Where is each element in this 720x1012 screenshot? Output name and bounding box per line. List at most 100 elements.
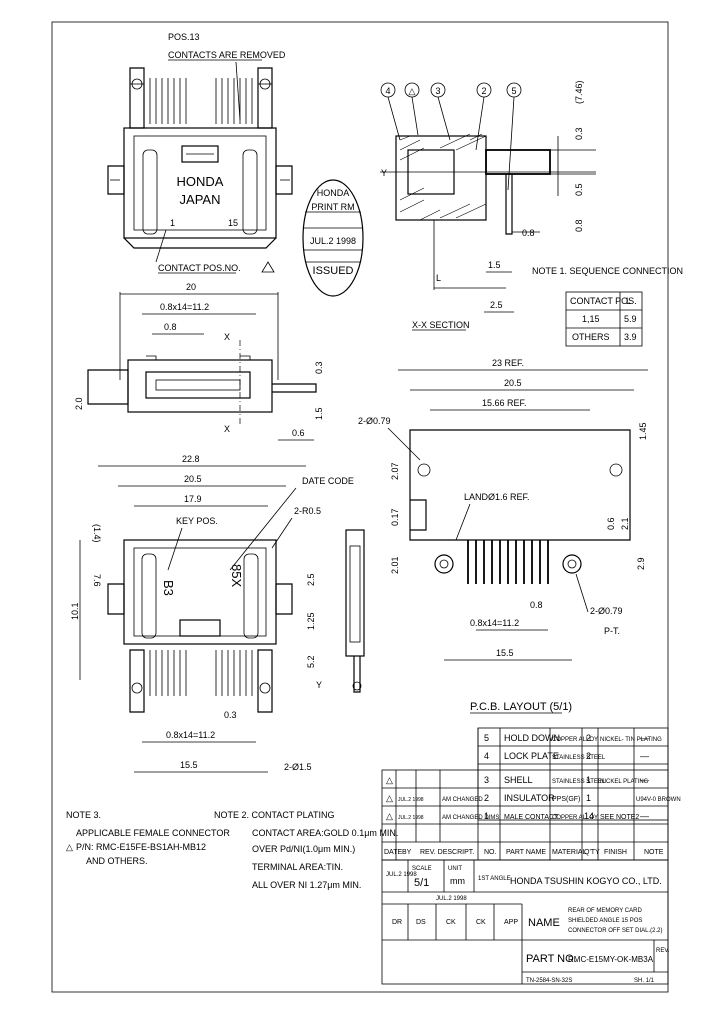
tb-sign-ck2: CK — [476, 919, 486, 926]
rev-mark-3: △ — [386, 811, 393, 821]
tb-partno: RMC-E15MY-OK-MB3A — [568, 955, 654, 964]
note2-title: NOTE 2. CONTACT PLATING — [214, 810, 335, 820]
hdr-rev: REV. DESCRIPT. — [420, 849, 474, 856]
bom-rem-2: U94V-0 BROWN — [636, 797, 681, 803]
front-view: 20 0.8x14=11.2 0.8 X X 2.0 0.3 1.5 0.6 — [74, 282, 324, 441]
bom-rem-4: — — [640, 751, 649, 761]
removed-label: CONTACTS ARE REMOVED — [168, 50, 286, 60]
tb-proj: 1ST ANGLE — [478, 876, 511, 882]
note1-title: NOTE 1. SEQUENCE CONNECTION — [532, 266, 683, 276]
tb-scale-label: SCALE — [412, 866, 432, 872]
front-dim-15: 1.5 — [314, 407, 324, 420]
stamp-line2: PRINT RM — [311, 202, 354, 212]
bot-right-dim-3: 5.2 — [306, 655, 316, 668]
x-mark-top: X — [224, 332, 230, 342]
bom-no-3: 3 — [484, 775, 489, 785]
tb-date2: JUL.2 1998 — [436, 896, 467, 902]
tb-unit-label: UNIT — [448, 866, 462, 872]
date-code-label: DATE CODE — [302, 476, 354, 486]
pt-label: P-T. — [604, 626, 620, 636]
pcb-dim-1566: 15.66 REF. — [482, 398, 527, 408]
note1: NOTE 1. SEQUENCE CONNECTION CONTACT POS.… — [532, 266, 683, 347]
y-mark-bottom: Y — [316, 680, 322, 690]
bom-name-4: LOCK PLATE — [504, 751, 559, 761]
note3-line1: APPLICABLE FEMALE CONNECTOR — [76, 828, 230, 838]
bom-mat-5: COPPER ALLOY — [552, 737, 598, 743]
pcb-right-dim-2: 0.6 — [606, 517, 616, 530]
bot-dim-205: 20.5 — [184, 474, 202, 484]
tb-scale: 5/1 — [414, 877, 429, 889]
note3: NOTE 3. APPLICABLE FEMALE CONNECTOR △ P/… — [66, 810, 230, 866]
pcb-right-dim-1: 1.45 — [638, 422, 648, 440]
sec-right-dim-3: 0.5 — [574, 183, 584, 196]
bot-dim-179: 17.9 — [184, 494, 202, 504]
pcb-right-dim-3: 2.1 — [620, 517, 630, 530]
hdr-mat: MATERIAL — [552, 849, 587, 856]
bot-right-dim-2: 1.25 — [306, 612, 316, 630]
bot-left-dim-3: 7.6 — [92, 574, 102, 587]
tb-company: HONDA TSUSHIN KOGYO CO., LTD. — [510, 876, 662, 886]
note1-head-pos: CONTACT POS. — [570, 296, 637, 306]
bot-left-dim-2: 10.1 — [70, 602, 80, 620]
tb-name-label: NAME — [528, 917, 560, 929]
pos13-label: POS.13 — [168, 32, 200, 42]
tb-sign-ds: DS — [416, 919, 426, 926]
note3-line3: AND OTHERS. — [86, 856, 148, 866]
note2: NOTE 2. CONTACT PLATING CONTACT AREA:GOL… — [214, 810, 398, 890]
r-label: 2-R0.5 — [294, 506, 321, 516]
key-pos-label: KEY POS. — [176, 516, 218, 526]
pcb-dim-155: 15.5 — [496, 648, 514, 658]
note3-line2: P/N: RMC-E15FE-BS1AH-MB12 — [76, 842, 206, 852]
top-view: POS.13 CONTACTS ARE REMOVED HONDA JAPAN … — [107, 32, 293, 274]
top-terminals — [129, 67, 273, 129]
bom-mat-3: STAINLESS STEEL — [552, 779, 606, 785]
tb-name-1: REAR OF MEMORY CARD — [568, 908, 642, 914]
front-dim-pitch: 0.8x14=11.2 — [160, 302, 209, 312]
bot-dim-03: 0.3 — [224, 710, 237, 720]
pcb-hole-top: 2-Ø0.79 — [358, 416, 391, 426]
pcb-left-dim-2: 0.17 — [390, 508, 400, 526]
bom-qty-5: 2 — [586, 733, 591, 743]
bot-left-dim-1: (1.4) — [92, 524, 102, 543]
bom-fin-3: NICKEL PLATING — [600, 779, 649, 785]
tb-partno-label: PART NO. — [526, 953, 577, 965]
sec-right-dim-4: 0.8 — [574, 219, 584, 232]
tb-sign-app: APP — [504, 919, 518, 926]
bom-fin-1: SEE NOTE2 — [600, 814, 639, 821]
note2-line2: OVER Pd/NI(1.0μm MIN.) — [252, 844, 355, 854]
pcb-left-dim-1: 2.07 — [390, 462, 400, 480]
bom-qty-3: 1 — [586, 775, 591, 785]
sheet-border — [51, 21, 669, 993]
stamp-status: ISSUED — [313, 265, 354, 277]
rev-mark-1: △ — [386, 775, 393, 785]
bom-qty-1: 14 — [584, 811, 594, 821]
x-mark-bottom: X — [224, 424, 230, 434]
rev-date-2: JUL.2 1998 — [398, 797, 424, 803]
rev-text-3: AM CHANGED DIMS — [442, 815, 499, 821]
front-dim-08: 0.8 — [164, 322, 177, 332]
balloon-5: 5 — [511, 86, 516, 96]
issued-stamp: HONDA PRINT RM JUL.2 1998 ISSUED — [302, 179, 364, 297]
tb-name-3: CONNECTOR OFF SET DIAL.(2.2) — [568, 928, 662, 934]
balloon-4: 2 — [481, 86, 486, 96]
note2-line3: TERMINAL AREA:TIN. — [252, 862, 343, 872]
section-title: X-X SECTION — [412, 320, 470, 330]
sec-dim-15: 1.5 — [488, 260, 501, 270]
hole-label: 2-Ø1.5 — [284, 762, 312, 772]
bom-rem-1: — — [640, 811, 649, 821]
y-label: Y — [381, 168, 387, 178]
pcb-hole-btm: 2-Ø0.79 — [590, 606, 623, 616]
note1-row1-pos: 1,15 — [582, 314, 600, 324]
hdr-qty: Q'TY — [584, 849, 600, 856]
pin15-label: 15 — [228, 218, 238, 228]
bot-right-dim-1: 2.5 — [306, 573, 316, 586]
bom-name-1: MALE CONTACT — [504, 814, 559, 821]
note1-row2-pos: OTHERS — [572, 332, 610, 342]
code-85x: 85X — [229, 564, 244, 587]
brand-mark: HONDA — [177, 174, 224, 189]
front-dim-03: 0.3 — [314, 361, 324, 374]
note2-line4: ALL OVER NI 1.27μm MIN. — [252, 880, 361, 890]
balloon-2: △ — [409, 86, 416, 96]
hdr-finish: FINISH — [604, 849, 627, 856]
hdr-date: DATE — [384, 849, 402, 856]
